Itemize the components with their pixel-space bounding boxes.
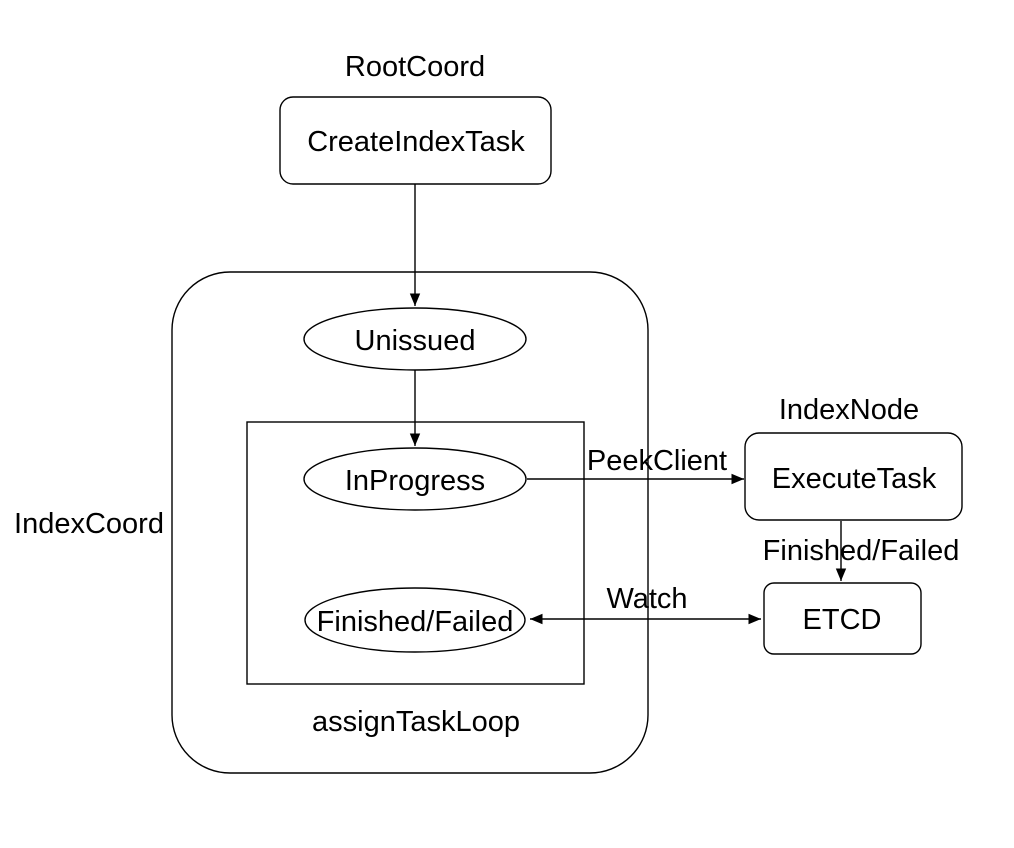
create-index-task-label: CreateIndexTask (307, 126, 525, 158)
assign-task-loop-label: assignTaskLoop (312, 706, 520, 738)
etcd-node (763, 582, 922, 655)
index-node-label: IndexNode (779, 394, 919, 426)
execute-task-node (744, 432, 963, 521)
unissued-state-node (303, 307, 527, 371)
root-coord-label: RootCoord (345, 51, 485, 83)
execute-task-label: ExecuteTask (772, 463, 937, 495)
in-progress-state-node (303, 447, 527, 511)
watch-edge-label: Watch (606, 583, 687, 615)
create-index-task-node (279, 96, 552, 185)
finished-failed-state-node (304, 587, 526, 653)
finished-failed-label: Finished/Failed (317, 606, 514, 638)
finished-failed-edge-label: Finished/Failed (763, 535, 960, 567)
in-progress-label: InProgress (345, 465, 485, 497)
index-coord-label: IndexCoord (14, 508, 164, 540)
unissued-label: Unissued (355, 325, 476, 357)
peek-client-edge-label: PeekClient (587, 445, 727, 477)
etcd-label: ETCD (803, 604, 882, 636)
